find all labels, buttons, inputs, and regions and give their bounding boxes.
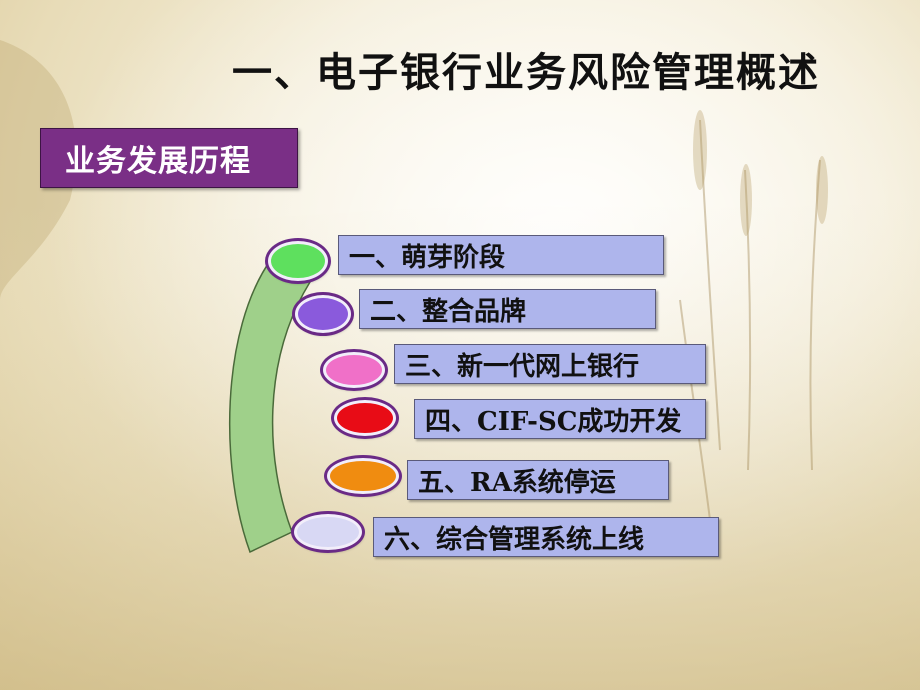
stage-label-box-5: 五、RA系统停运 bbox=[407, 460, 669, 500]
stage-label-box-4: 四、CIF-SC成功开发 bbox=[414, 399, 706, 439]
stage-label-box-6: 六、综合管理系统上线 bbox=[373, 517, 719, 557]
stage-label: 六、综合管理系统上线 bbox=[384, 524, 645, 555]
stage-marker-2 bbox=[295, 295, 351, 333]
stage-label-box-1: 一、萌芽阶段 bbox=[338, 235, 664, 275]
section-label-box: 业务发展历程 bbox=[40, 128, 298, 188]
stage-marker-6 bbox=[294, 514, 362, 550]
stage-label-box-3: 三、新一代网上银行 bbox=[394, 344, 706, 384]
stage-label: 一、萌芽阶段 bbox=[349, 242, 506, 273]
stage-marker-1 bbox=[268, 241, 328, 281]
stage-label: 二、整合品牌 bbox=[370, 296, 527, 327]
slide-title: 一、电子银行业务风险管理概述 bbox=[232, 49, 820, 96]
stage-label: 五、RA系统停运 bbox=[418, 467, 616, 498]
section-label: 业务发展历程 bbox=[65, 144, 251, 179]
stage-marker-5 bbox=[327, 458, 399, 494]
stage-marker-3 bbox=[323, 352, 385, 388]
stage-label: 三、新一代网上银行 bbox=[405, 351, 640, 382]
stage-label: 四、CIF-SC成功开发 bbox=[425, 406, 682, 437]
stage-label-box-2: 二、整合品牌 bbox=[359, 289, 656, 329]
stage-marker-4 bbox=[334, 400, 396, 436]
